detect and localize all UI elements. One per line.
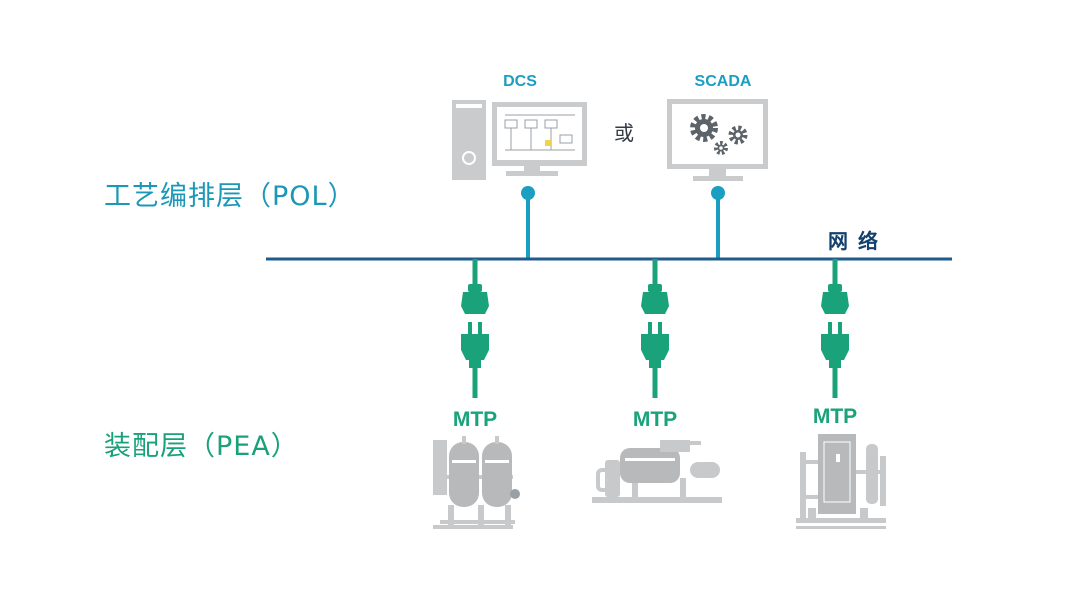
pump-module-icon [592, 440, 722, 503]
mtp-label: MTP [632, 408, 678, 431]
workstation-connectors [521, 186, 725, 259]
mtp-label: MTP [812, 405, 858, 428]
plug-connector-icon [641, 259, 669, 398]
dcs-label: DCS [503, 73, 537, 90]
gear-icon [690, 114, 748, 155]
plug-connector-icon [461, 259, 489, 398]
or-label: 或 [614, 121, 634, 145]
dcs-workstation-icon [452, 100, 587, 180]
scada-label: SCADA [694, 73, 752, 90]
mtp-label: MTP [452, 408, 498, 431]
plug-connector-icon [821, 259, 849, 398]
tank-module-icon [433, 436, 520, 529]
pea-layer-label: 装配层（PEA） [104, 431, 299, 462]
plug-connectors [461, 259, 849, 398]
scada-monitor-icon [667, 99, 768, 181]
pol-layer-label: 工艺编排层（POL） [104, 181, 356, 212]
cabinet-module-icon [796, 434, 886, 529]
network-label: 网络 [828, 229, 888, 253]
